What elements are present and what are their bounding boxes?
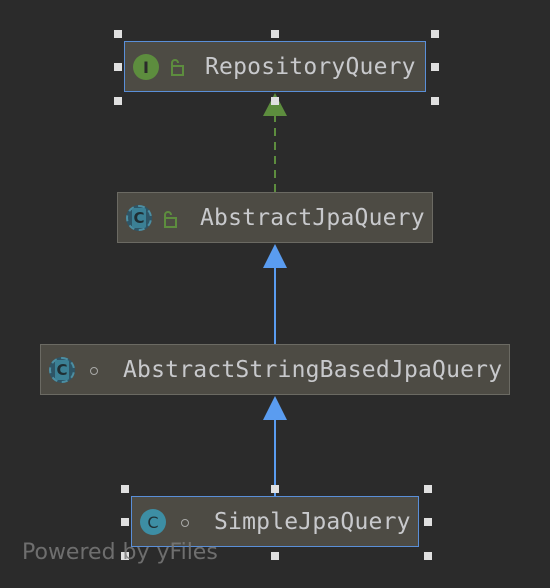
extends-arrowhead [263, 396, 287, 420]
resize-handle[interactable] [431, 97, 439, 105]
node-label: AbstractStringBasedJpaQuery [123, 356, 503, 383]
abstract-class-icon-letter: C [133, 209, 145, 227]
node-label: RepositoryQuery [205, 53, 416, 80]
node-abstract-jpa-query[interactable]: C AbstractJpaQuery [117, 192, 433, 243]
resize-handle[interactable] [114, 63, 122, 71]
resize-handle[interactable] [424, 518, 432, 526]
resize-handle[interactable] [271, 485, 279, 493]
resize-handle[interactable] [114, 97, 122, 105]
class-icon: C [140, 509, 166, 535]
node-simple-jpa-query[interactable]: C SimpleJpaQuery [131, 496, 419, 547]
resize-handle[interactable] [121, 518, 129, 526]
edge-extends-2[interactable] [263, 396, 287, 496]
abstract-class-icon: C [49, 357, 75, 383]
class-icon-letter: C [147, 512, 159, 532]
edge-extends-1[interactable] [263, 244, 287, 344]
edge-implements[interactable] [263, 93, 287, 192]
node-label: AbstractJpaQuery [200, 204, 425, 231]
node-abstract-string-based-jpa-query[interactable]: C AbstractStringBasedJpaQuery [40, 344, 510, 395]
package-private-icon [181, 519, 189, 527]
package-private-icon [90, 367, 98, 375]
node-repository-query[interactable]: I RepositoryQuery [124, 41, 426, 92]
yfiles-watermark: Powered by yFiles [22, 540, 218, 565]
resize-handle[interactable] [121, 485, 129, 493]
node-label: SimpleJpaQuery [214, 508, 411, 535]
resize-handle[interactable] [424, 552, 432, 560]
public-lock-icon [164, 211, 177, 228]
resize-handle[interactable] [121, 552, 129, 560]
resize-handle[interactable] [431, 63, 439, 71]
interface-icon-letter: I [143, 57, 149, 77]
interface-icon: I [133, 54, 159, 80]
resize-handle[interactable] [114, 30, 122, 38]
abstract-class-icon: C [126, 205, 152, 231]
resize-handle[interactable] [431, 30, 439, 38]
resize-handle[interactable] [424, 485, 432, 493]
resize-handle[interactable] [271, 30, 279, 38]
abstract-class-icon-letter: C [56, 361, 68, 379]
resize-handle[interactable] [271, 97, 279, 105]
public-lock-icon [171, 59, 184, 76]
extends-arrowhead [263, 244, 287, 268]
resize-handle[interactable] [271, 552, 279, 560]
